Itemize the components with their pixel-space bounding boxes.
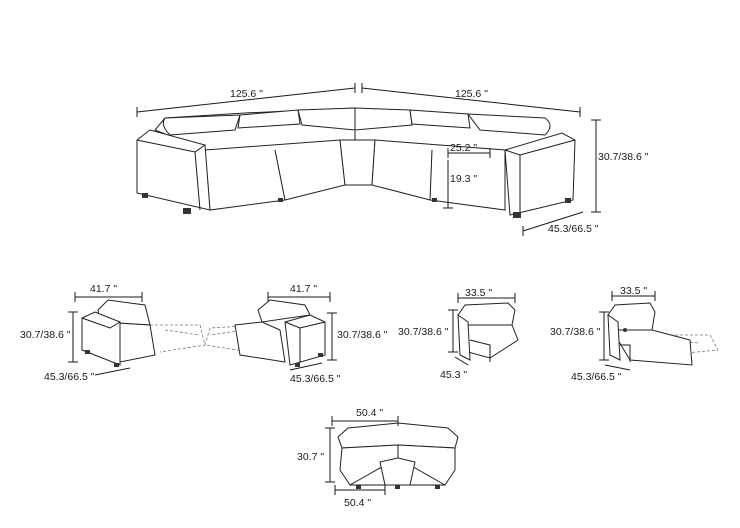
right-arm-depth-label: 45.3/66.5 " bbox=[290, 373, 341, 385]
left-arm-dimension-lines bbox=[68, 292, 143, 376]
left-arm-width-label: 41.7 " bbox=[90, 283, 117, 295]
sectional-sofa-drawing bbox=[136, 107, 576, 218]
armless-height-label: 30.7/38.6 " bbox=[398, 326, 449, 338]
sectional-height-label: 30.7/38.6 " bbox=[598, 151, 649, 163]
seat-height-label: 19.3 " bbox=[450, 173, 477, 185]
armless-depth-label: 45.3 " bbox=[440, 369, 467, 381]
corner-dimension-lines bbox=[325, 416, 399, 495]
corner-height-label: 30.7 " bbox=[297, 451, 324, 463]
corner-depth-label: 50.4 " bbox=[344, 497, 371, 509]
corner-width-label: 50.4 " bbox=[356, 407, 383, 419]
left-arm-height-label: 30.7/38.6 " bbox=[20, 329, 71, 341]
armless-width-label: 33.5 " bbox=[465, 287, 492, 299]
left-arm-unit-drawing bbox=[81, 299, 206, 367]
armless-dimension-lines bbox=[448, 293, 516, 366]
right-arm-dimension-lines bbox=[267, 292, 337, 371]
recliner-width-label: 33.5 " bbox=[620, 285, 647, 297]
right-arm-unit-drawing bbox=[204, 299, 326, 367]
sectional-depth-label: 45.3/66.5 " bbox=[548, 223, 599, 235]
right-arm-height-label: 30.7/38.6 " bbox=[337, 329, 388, 341]
recliner-dimension-lines bbox=[599, 291, 656, 371]
right-arm-width-label: 41.7 " bbox=[290, 283, 317, 295]
recliner-height-label: 30.7/38.6 " bbox=[550, 326, 601, 338]
sectional-width-right-label: 125.6 " bbox=[455, 88, 488, 100]
left-arm-depth-label: 45.3/66.5 " bbox=[44, 371, 95, 383]
corner-unit-drawing bbox=[337, 422, 459, 489]
sectional-dimension-lines bbox=[136, 83, 601, 236]
sectional-width-left-label: 125.6 " bbox=[230, 88, 263, 100]
armless-unit-drawing bbox=[457, 302, 519, 362]
seat-depth-label: 25.2 " bbox=[450, 142, 477, 154]
recliner-depth-label: 45.3/66.5 " bbox=[571, 371, 622, 383]
recliner-unit-drawing bbox=[607, 302, 719, 366]
